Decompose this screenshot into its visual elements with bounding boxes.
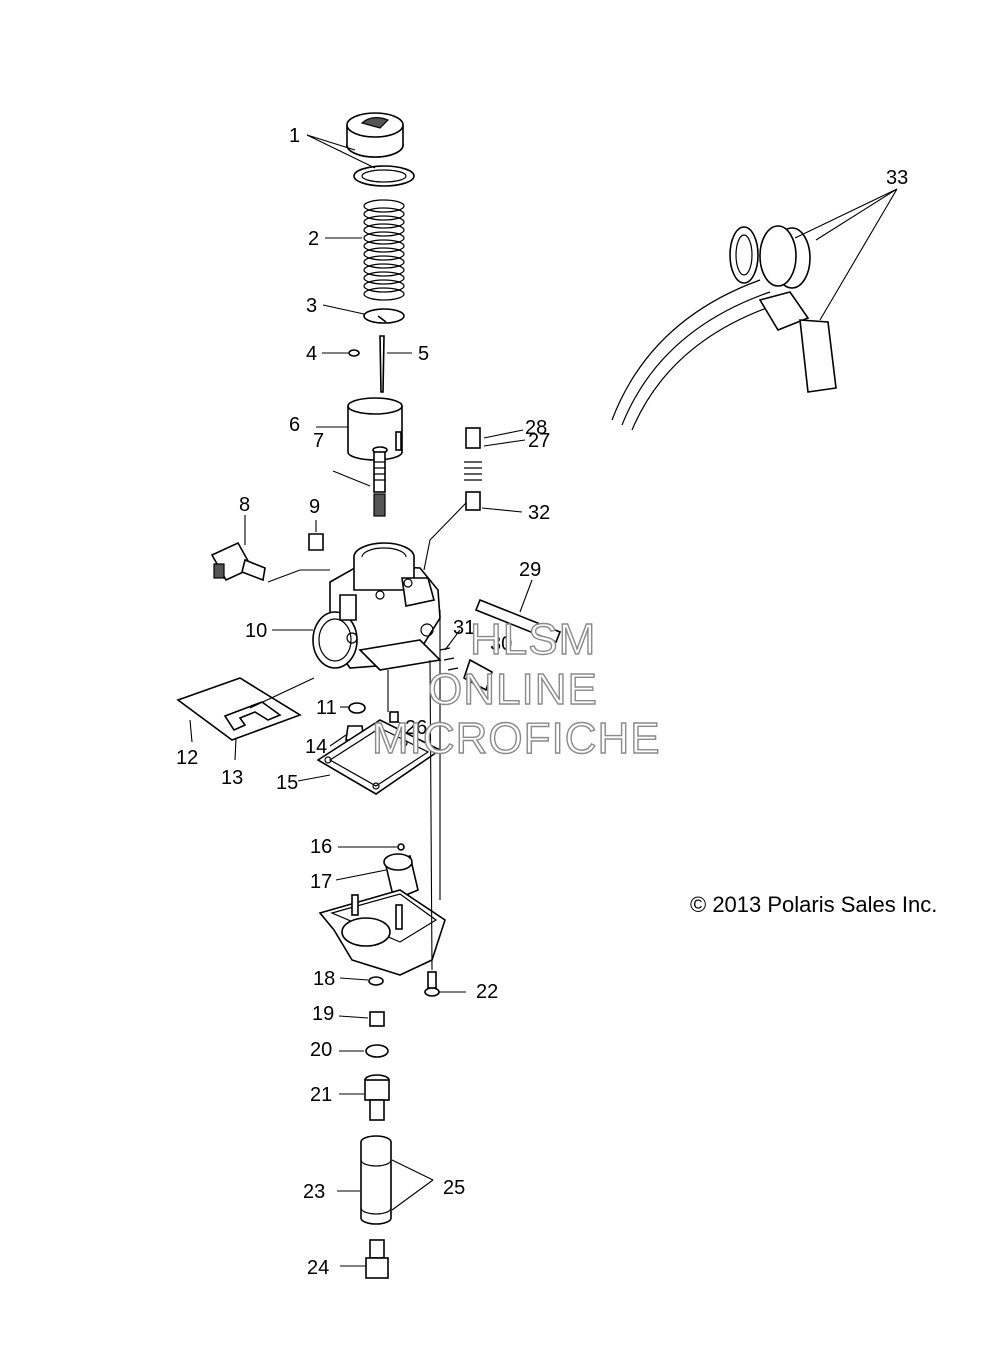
callout-26: 26 [405,717,427,739]
callout-22: 22 [476,981,498,1003]
callout-32: 32 [528,502,550,524]
part-idle-screw [439,647,493,692]
watermark-line-1: HLSM [470,615,596,664]
callout-25: 25 [443,1177,465,1199]
callout-1: 1 [289,125,300,147]
callout-14: 14 [305,736,327,758]
part-carburetor-body [312,542,442,671]
callout-33: 33 [886,167,908,189]
part-plate-12 [176,677,302,741]
callout-31: 31 [453,617,475,639]
part-26 [389,711,399,723]
part-washer-18 [368,976,384,986]
callout-6: 6 [289,414,300,436]
part-retainer [363,308,405,324]
watermark: HLSM ONLINE MICROFICHE [371,614,661,763]
part-pin [308,533,324,551]
part-plug-19 [369,1011,385,1027]
callout-10: 10 [245,620,267,642]
callout-12: 12 [176,747,198,769]
callout-29: 29 [519,559,541,581]
callout-17: 17 [310,871,332,893]
callout-23: 23 [303,1181,325,1203]
callout-7: 7 [313,430,324,452]
part-washer-11 [348,702,366,714]
callout-19: 19 [312,1003,334,1025]
part-drain-21 [364,1074,390,1121]
callout-13: 13 [221,767,243,789]
part-bolt-22 [424,971,440,997]
callout-8: 8 [239,494,250,516]
callout-5: 5 [418,343,429,365]
callout-21: 21 [310,1084,332,1106]
callout-2: 2 [308,228,319,250]
watermark-line-3: MICROFICHE [372,714,661,763]
part-throttle-assembly [611,225,837,431]
callout-30: 30 [490,633,512,655]
part-fitting-24 [365,1239,389,1279]
callout-3: 3 [306,295,317,317]
leader-lines [189,134,898,1267]
part-float-bowl [318,889,446,976]
callout-4: 4 [306,343,317,365]
callout-27: 27 [528,430,550,452]
part-oring-20 [365,1044,389,1058]
callout-28: 28 [525,417,547,439]
part-needle [379,335,385,393]
callout-11: 11 [316,697,337,719]
callout-18: 18 [313,968,335,990]
callout-9: 9 [309,496,320,518]
watermark-line-2: ONLINE [428,665,598,714]
part-clip [348,349,360,357]
part-slide [347,397,403,461]
part-adjuster [464,427,482,511]
callout-24: 24 [307,1257,329,1279]
part-cap [346,112,415,187]
part-screw-7 [372,446,388,517]
callout-20: 20 [310,1039,332,1061]
part-choke-plunger [210,541,266,582]
callout-16: 16 [310,836,332,858]
callout-labels: 1 2 3 4 5 6 7 8 9 10 11 12 13 14 15 16 1… [176,125,908,1279]
part-float [383,843,419,902]
copyright-text: © 2013 Polaris Sales Inc. [690,892,937,917]
part-spring [363,199,405,301]
part-rod-29 [474,598,562,644]
callout-15: 15 [276,772,298,794]
part-tube-23 [360,1135,392,1225]
